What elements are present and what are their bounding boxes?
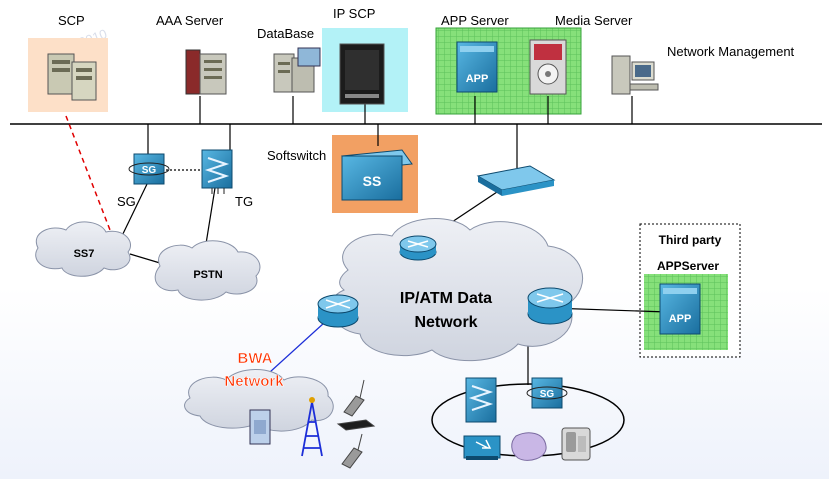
softswitch-label: Softswitch [267,148,326,163]
tg-label: TG [235,194,253,209]
pstn-label: PSTN [193,269,222,281]
sg-device-icon-text: SG [142,165,157,176]
app-server-icon: APP [456,41,498,93]
app-server-label: APP Server [441,13,509,28]
pstn-cloud [154,240,261,301]
third-party-app-icon-text: APP [669,313,692,325]
sg-label: SG [117,194,136,209]
bwa-label-line1: BWA [238,350,273,367]
mobile-phone-icon-bottom [341,433,363,469]
aaa-server-label: AAA Server [156,13,224,28]
ss7-label: SS7 [74,248,95,260]
ss7-cloud [35,221,131,277]
scp-server-icon [47,53,97,101]
router-icon-top [399,235,437,261]
ip-phone-icon [561,427,591,461]
ip-scp-label: IP SCP [333,6,375,21]
access-sg-icon-text: SG [540,389,555,400]
aaa-server-icon [185,49,227,95]
third-party-label-line2: APPServer [657,259,719,273]
bus-drops [147,124,518,168]
third-party-app-server-icon: APP [659,283,701,335]
router-icon-right [527,287,573,325]
tg-device-icon [201,149,233,194]
core-network-label-line1: IP/ATM Data [400,290,492,307]
network-management-icon [611,55,659,95]
access-sg-icon: SG [526,377,568,409]
access-gateway-icon [463,435,501,460]
softswitch-icon: SS [341,149,413,201]
media-server-label: Media Server [555,13,633,28]
scp-label: SCP [58,13,85,28]
third-party-label-line1: Third party [659,233,722,247]
bwa-base-station-icon [249,409,271,445]
server-drops [199,96,633,124]
network-management-label: Network Management [667,44,795,59]
bwa-tower-icon [301,397,323,457]
app-server-icon-text: APP [466,73,489,85]
mobile-phone-icon-top [343,379,365,417]
softswitch-icon-text: SS [363,173,382,189]
database-icon [273,47,321,93]
core-network-label-line2: Network [414,314,477,331]
bwa-cloud [184,369,334,432]
access-terminal-icon [511,432,547,461]
sg-device-icon: SG [128,153,170,185]
access-tg-icon [465,377,497,423]
laptop-icon [336,419,376,431]
ip-scp-server-icon [339,43,385,105]
database-label: DataBase [257,26,314,41]
scp-signaling-link [65,115,111,231]
ethernet-switch-icon [476,165,556,196]
media-server-icon [529,39,567,95]
router-icon-left [317,294,359,328]
bwa-label-line2: Network [224,373,284,390]
